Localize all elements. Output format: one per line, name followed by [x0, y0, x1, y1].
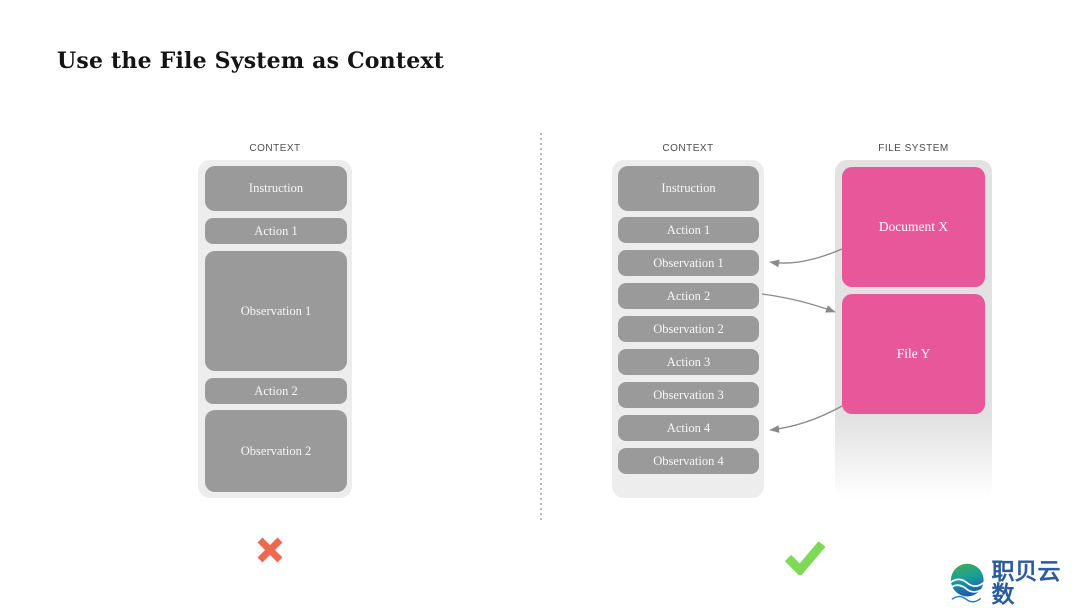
right-box-observation-3: Observation 3	[618, 382, 759, 408]
right-box-action-3: Action 3	[618, 349, 759, 375]
file-box-document-x: Document X	[842, 167, 985, 287]
vertical-divider	[540, 133, 542, 520]
right-box-action-2: Action 2	[618, 283, 759, 309]
right-box-observation-1: Observation 1	[618, 250, 759, 276]
brand-logo: 职贝云数	[948, 560, 1080, 606]
left-context-label: CONTEXT	[249, 143, 301, 154]
file-system-label: FILE SYSTEM	[878, 143, 949, 154]
right-box-observation-4: Observation 4	[618, 448, 759, 474]
left-box-action-2: Action 2	[205, 378, 347, 404]
right-box-instruction: Instruction	[618, 166, 759, 211]
arrow-document-x-to-observation-1	[769, 248, 843, 268]
logo-text: 职贝云数	[991, 558, 1061, 607]
right-box-action-4: Action 4	[618, 415, 759, 441]
left-box-observation-2: Observation 2	[205, 410, 347, 492]
arrow-action-2-to-file-y	[761, 293, 836, 313]
check-mark-icon	[784, 541, 826, 575]
right-box-observation-2: Observation 2	[618, 316, 759, 342]
page-title: Use the File System as Context	[57, 48, 445, 74]
arrow-file-y-to-action-4	[769, 405, 843, 433]
file-box-file-y: File Y	[842, 294, 985, 414]
right-box-action-1: Action 1	[618, 217, 759, 243]
right-context-label: CONTEXT	[662, 143, 714, 154]
left-box-instruction: Instruction	[205, 166, 347, 211]
left-box-action-1: Action 1	[205, 218, 347, 244]
logo-globe-wave-icon	[950, 563, 984, 603]
left-box-observation-1: Observation 1	[205, 251, 347, 371]
x-mark-icon	[257, 537, 283, 563]
